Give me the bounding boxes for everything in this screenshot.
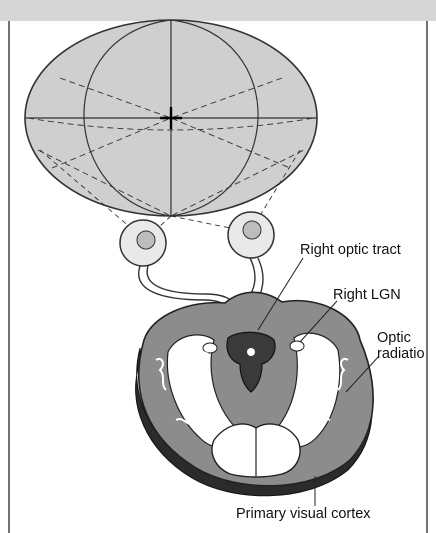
right-optic-tract-label: Right optic tract	[300, 242, 401, 258]
visual-field-sphere	[25, 20, 317, 216]
left-lgn	[203, 343, 217, 353]
right-lgn-label: Right LGN	[333, 287, 401, 303]
right-eye	[228, 212, 274, 258]
optic-radiation-label-line2: radiatio	[377, 346, 425, 362]
aqueduct	[247, 348, 255, 356]
primary-visual-cortex-label: Primary visual cortex	[236, 506, 371, 522]
left-eye	[120, 220, 166, 266]
brain-section	[136, 292, 374, 495]
right-lgn-nucleus	[290, 341, 304, 351]
optic-radiation-label-line1: Optic	[377, 330, 411, 346]
